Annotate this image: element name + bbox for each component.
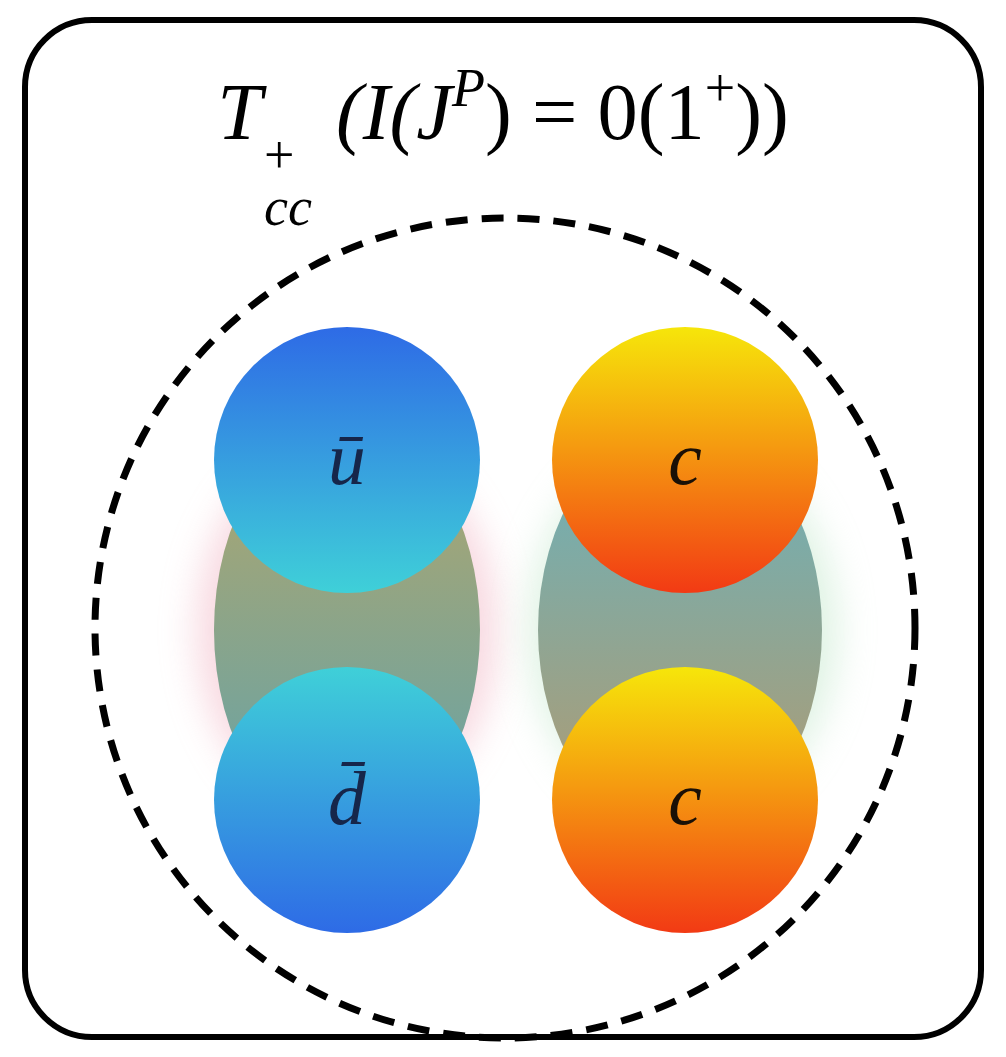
hadron-frame: T+cc(I(JP) = 0(1+))ūcd̄c	[22, 17, 984, 1040]
script-stack: +cc	[264, 130, 312, 233]
title-part: ) = 0(1	[485, 67, 705, 156]
title-part: T	[217, 67, 262, 156]
quark-fill	[214, 667, 480, 933]
quark-fill	[214, 327, 480, 593]
quark-label: ū	[214, 421, 480, 497]
dashed-boundary	[95, 218, 915, 1038]
quark-circle: d̄	[214, 667, 480, 933]
quark-circle: c	[552, 327, 818, 593]
charge-superscript: +	[264, 130, 294, 181]
title-part: P	[452, 58, 485, 118]
hadron-title: T+cc(I(JP) = 0(1+))	[28, 61, 978, 233]
quark-circle: c	[552, 667, 818, 933]
quark-fill	[552, 667, 818, 933]
title-part: ))	[735, 67, 789, 156]
quark-circle: ū	[214, 327, 480, 593]
quark-label: c	[552, 421, 818, 497]
quark-label: c	[552, 761, 818, 837]
quark-label: d̄	[214, 761, 480, 837]
quark-fill	[552, 327, 818, 593]
title-part: (I(J	[336, 67, 452, 156]
title-part: +	[705, 58, 735, 118]
flavour-subscript: cc	[264, 182, 312, 233]
